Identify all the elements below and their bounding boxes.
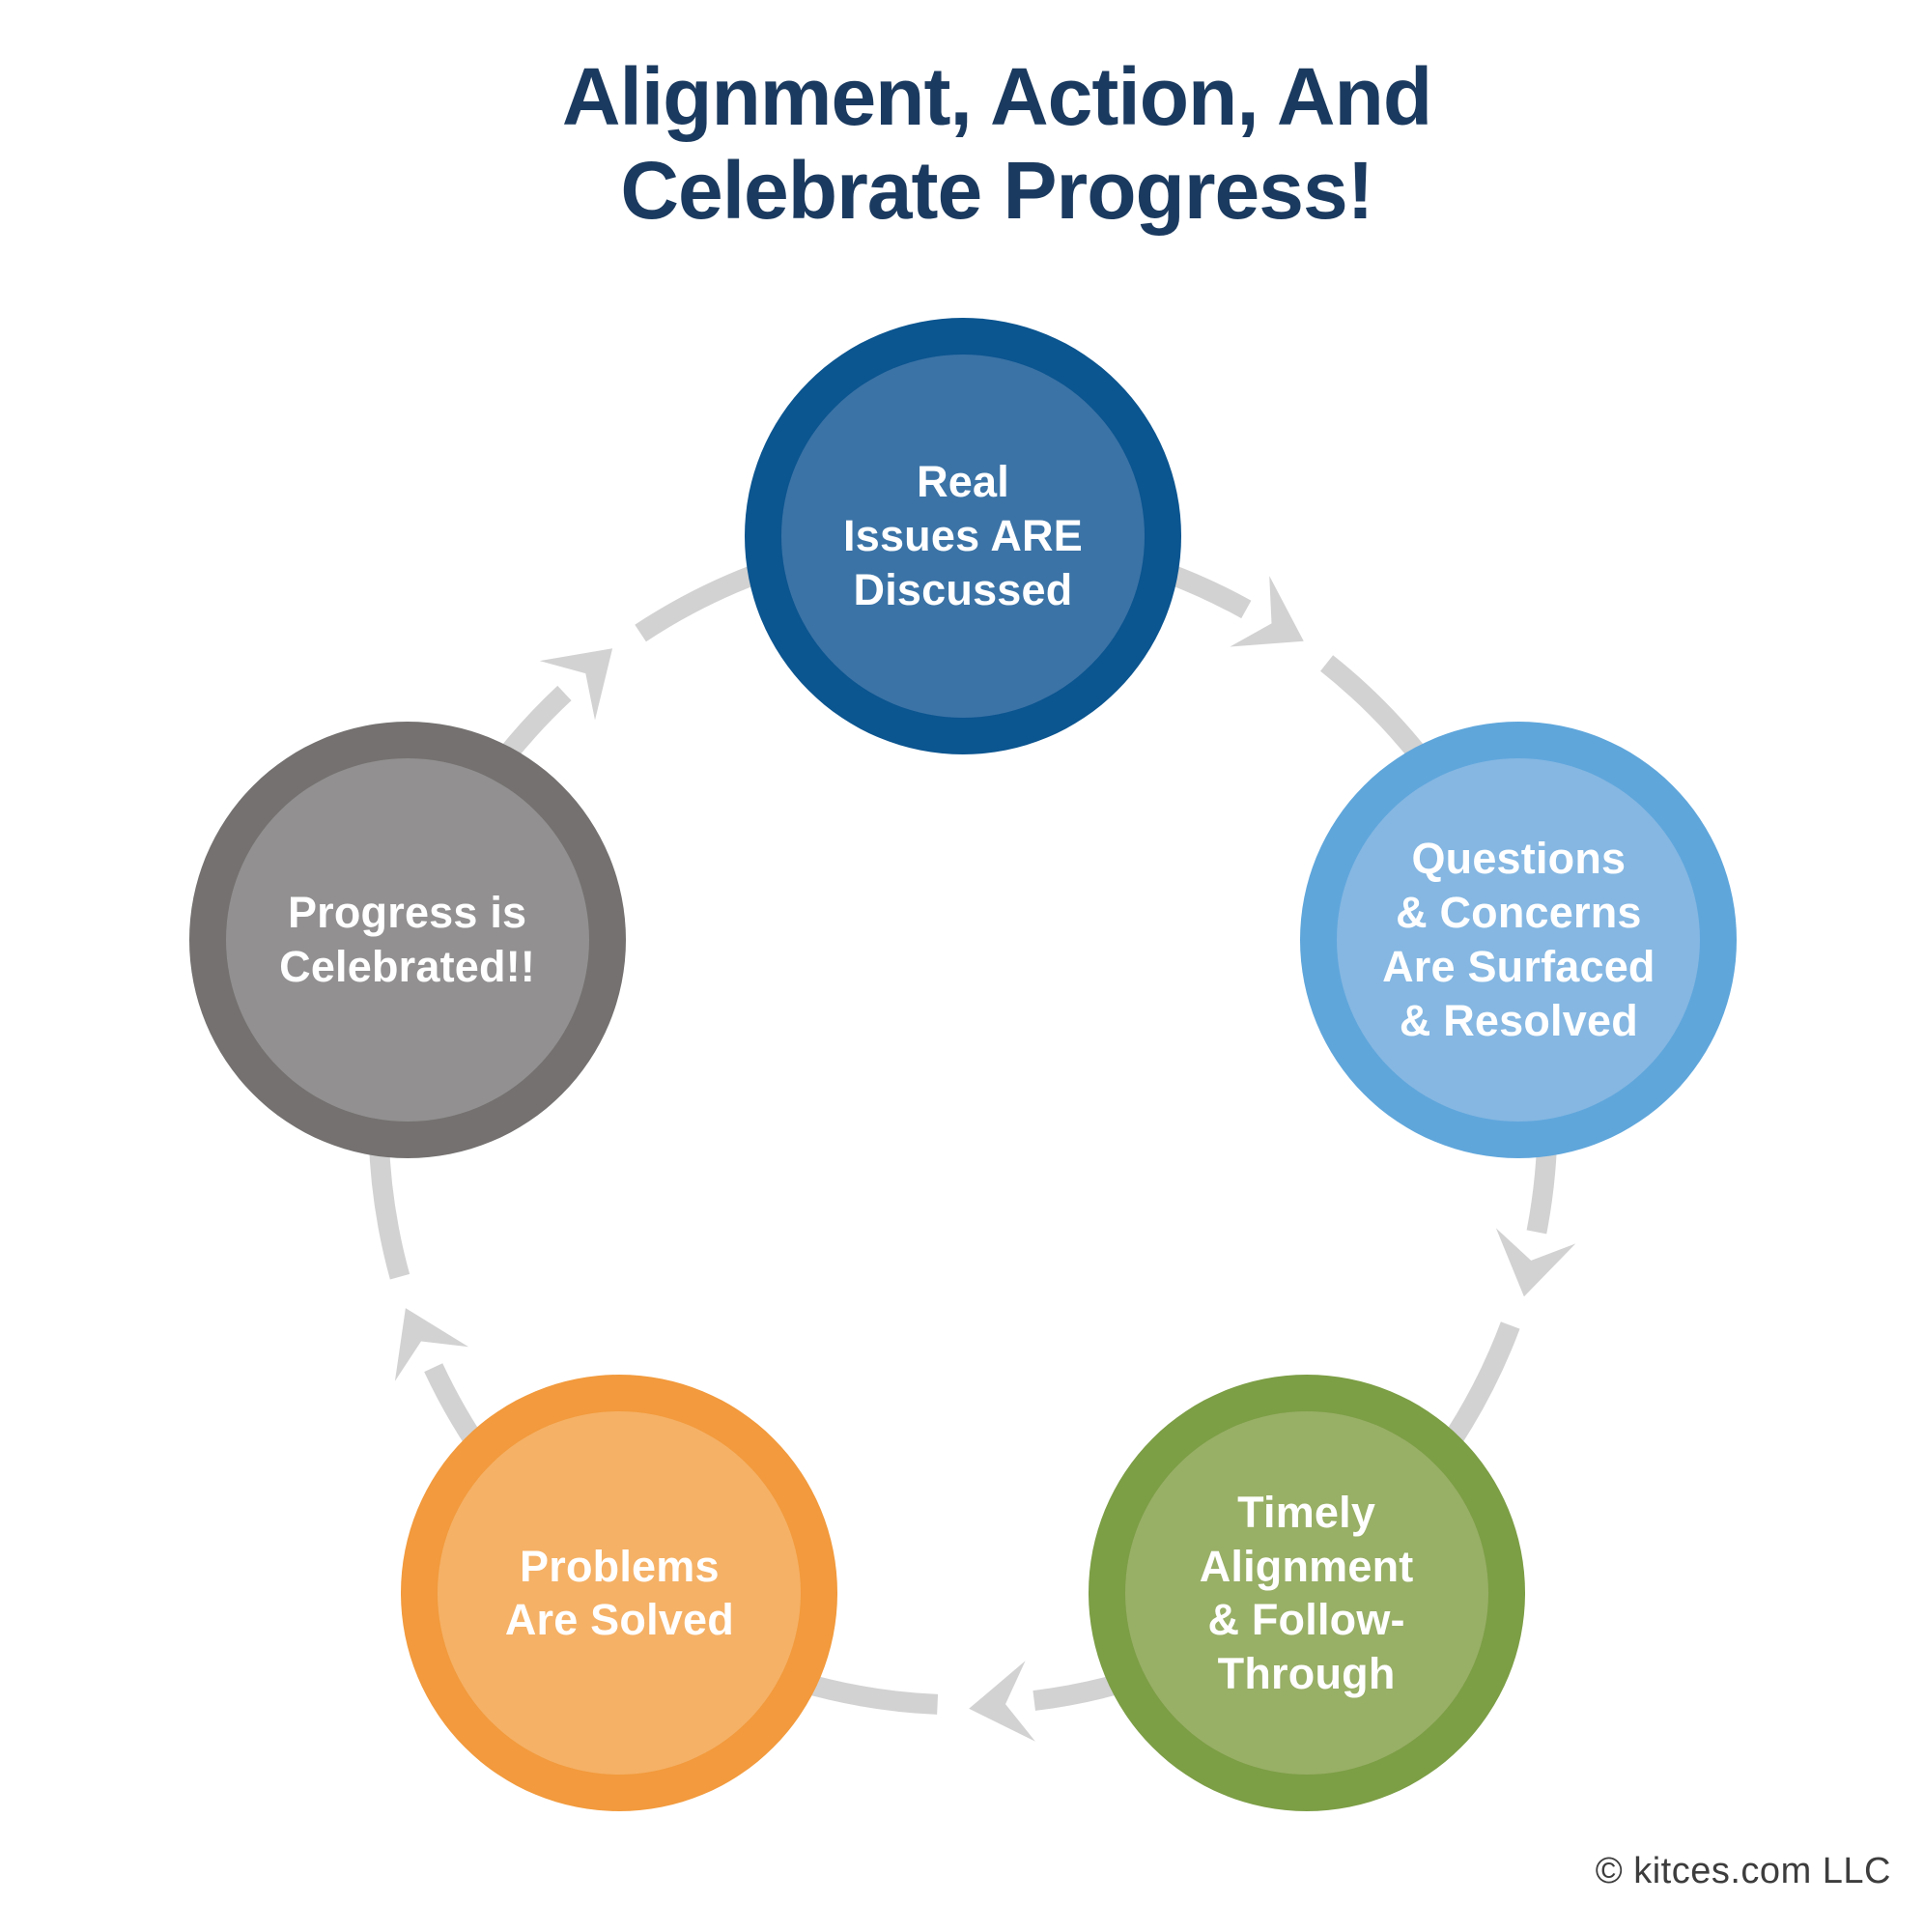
cycle-arrowhead-icon — [1230, 576, 1304, 647]
step-circle-timely-alignment: Timely Alignment & Follow- Through — [1088, 1375, 1525, 1812]
step-label: Progress is Celebrated!! — [279, 888, 536, 992]
step-circle-inner: Timely Alignment & Follow- Through — [1124, 1411, 1488, 1776]
step-circle-inner: Real Issues ARE Discussed — [781, 355, 1145, 718]
cycle-arrowhead-icon — [969, 1661, 1035, 1742]
page-title: Alignment, Action, And Celebrate Progres… — [561, 51, 1432, 237]
step-label: Questions & Concerns Are Surfaced & Reso… — [1382, 834, 1655, 1045]
step-circle-real-issues-discussed: Real Issues ARE Discussed — [745, 318, 1181, 754]
step-circle-inner: Questions & Concerns Are Surfaced & Reso… — [1337, 758, 1701, 1122]
cycle-arrowhead-icon — [1495, 1228, 1576, 1297]
cycle-arrowhead-icon — [394, 1308, 469, 1381]
step-circle-problems-are-solved: Problems Are Solved — [401, 1375, 838, 1812]
step-label: Problems Are Solved — [504, 1541, 734, 1645]
step-label: Real Issues ARE Discussed — [843, 457, 1083, 614]
copyright-text: © kitces.com LLC — [1595, 1851, 1891, 1891]
cycle-arrowhead-icon — [539, 648, 613, 721]
step-circle-inner: Problems Are Solved — [438, 1411, 802, 1776]
step-label: Timely Alignment & Follow- Through — [1199, 1487, 1414, 1699]
step-circle-progress-is-celebrated: Progress is Celebrated!! — [188, 722, 626, 1159]
step-circle-inner: Progress is Celebrated!! — [225, 758, 589, 1122]
step-circle-questions-concerns: Questions & Concerns Are Surfaced & Reso… — [1300, 722, 1738, 1159]
